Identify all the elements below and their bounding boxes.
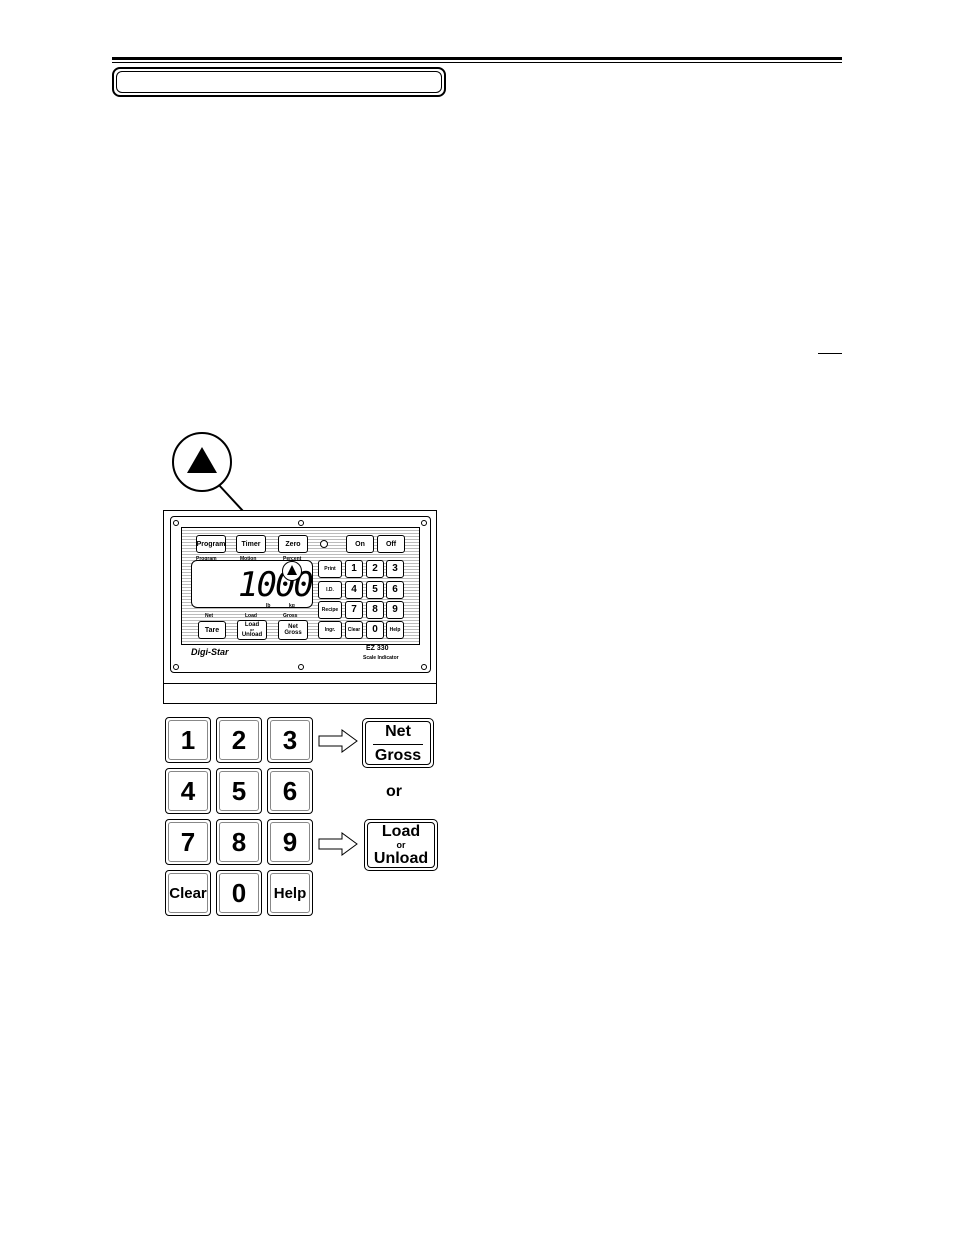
tare-button[interactable]: Tare [198, 621, 226, 639]
arrow-right-icon [318, 832, 358, 856]
keypad-key-3[interactable]: 3 [267, 717, 313, 763]
screw-icon [173, 664, 179, 670]
key-label: 4 [180, 775, 196, 806]
screw-icon [298, 520, 304, 526]
triangle-icon [187, 447, 217, 473]
header-rule [112, 57, 842, 60]
panel-key-3[interactable]: 3 [386, 560, 404, 578]
load-label: Load [381, 823, 421, 840]
ingr-key[interactable]: Ingr. [318, 621, 342, 639]
key-label: 3 [282, 724, 298, 755]
panel-key-8[interactable]: 8 [366, 601, 384, 619]
key-label: 1 [180, 724, 196, 755]
percent-arrow-callout [172, 432, 232, 492]
key-label: 8 [231, 826, 247, 857]
key-label: 6 [282, 775, 298, 806]
load-unload-button-small[interactable]: Load or Unload [237, 620, 267, 640]
weight-display: 1000 [191, 560, 314, 608]
unit-kg: kg [289, 603, 295, 609]
net-gross-button-small[interactable]: Net Gross [278, 620, 308, 640]
keypad-key-8[interactable]: 8 [216, 819, 262, 865]
model-subtitle: Scale Indicator [363, 655, 399, 661]
key-label: Help [273, 884, 307, 902]
screw-icon [173, 520, 179, 526]
model-number: EZ 330 [366, 645, 389, 652]
keypad-key-7[interactable]: 7 [165, 819, 211, 865]
divider [373, 744, 423, 745]
keypad-key-9[interactable]: 9 [267, 819, 313, 865]
panel-key-2[interactable]: 2 [366, 560, 384, 578]
gross-label: Gross [284, 630, 302, 636]
program-button[interactable]: Program [196, 535, 226, 553]
key-label: 2 [231, 724, 247, 755]
or-label: or [250, 627, 254, 632]
keypad-key-0[interactable]: 0 [216, 870, 262, 916]
screw-icon [298, 664, 304, 670]
or-label: or [386, 783, 402, 800]
status-label-program: Program [196, 556, 217, 562]
zero-button[interactable]: Zero [278, 535, 308, 553]
panel-key-9[interactable]: 9 [386, 601, 404, 619]
triangle-icon [287, 565, 297, 575]
gross-label: Gross [374, 747, 422, 764]
net-gross-button[interactable]: Net Gross [362, 718, 434, 768]
key-label: Clear [169, 884, 207, 902]
recipe-key[interactable]: Recipe [318, 601, 342, 619]
id-key[interactable]: I.D. [318, 581, 342, 599]
net-label: Net [385, 723, 411, 740]
keypad-key-1[interactable]: 1 [165, 717, 211, 763]
status-label-motion: Motion [240, 556, 257, 562]
panel-base [163, 683, 437, 704]
key-label: 5 [231, 775, 247, 806]
screw-icon [421, 520, 427, 526]
unit-lb: lb [266, 603, 271, 609]
key-label: 9 [282, 826, 298, 857]
net-label: Net [288, 624, 298, 630]
percent-indicator-circle [282, 561, 302, 581]
load-unload-button[interactable]: Load or Unload [364, 819, 438, 871]
key-label: 7 [180, 826, 196, 857]
key-label: 0 [231, 877, 247, 908]
panel-key-0[interactable]: 0 [366, 621, 384, 639]
load-label: Load [244, 622, 260, 628]
on-button[interactable]: On [346, 535, 374, 553]
keypad-key-4[interactable]: 4 [165, 768, 211, 814]
timer-button[interactable]: Timer [236, 535, 266, 553]
section-heading-box [112, 67, 446, 97]
brand-logo: Digi-Star [191, 647, 229, 657]
panel-key-4[interactable]: 4 [345, 581, 363, 599]
unload-label: Unload [373, 850, 429, 867]
screw-icon [421, 664, 427, 670]
keypad-key-5[interactable]: 5 [216, 768, 262, 814]
callout-line [217, 483, 293, 565]
unload-label: Unload [241, 632, 263, 638]
status-label-percent: Percent [283, 556, 302, 562]
status-label-gross: Gross [283, 613, 298, 619]
status-label-net: Net [205, 613, 214, 619]
panel-key-6[interactable]: 6 [386, 581, 404, 599]
off-button[interactable]: Off [377, 535, 405, 553]
keypad-key-help[interactable]: Help [267, 870, 313, 916]
panel-key-1[interactable]: 1 [345, 560, 363, 578]
or-small-label: or [396, 840, 406, 850]
indicator-light [320, 540, 328, 548]
panel-key-7[interactable]: 7 [345, 601, 363, 619]
keypad-key-2[interactable]: 2 [216, 717, 262, 763]
keypad-key-clear[interactable]: Clear [165, 870, 211, 916]
panel-key-help[interactable]: Help [386, 621, 404, 639]
panel-key-clear[interactable]: Clear [345, 621, 363, 639]
print-key[interactable]: Print [318, 560, 342, 578]
keypad-key-6[interactable]: 6 [267, 768, 313, 814]
header-rule-thin [112, 62, 842, 63]
status-label-load: Load [245, 613, 257, 619]
underline-mark [818, 353, 842, 354]
arrow-right-icon [318, 729, 358, 753]
panel-key-5[interactable]: 5 [366, 581, 384, 599]
panel-face [170, 516, 431, 673]
